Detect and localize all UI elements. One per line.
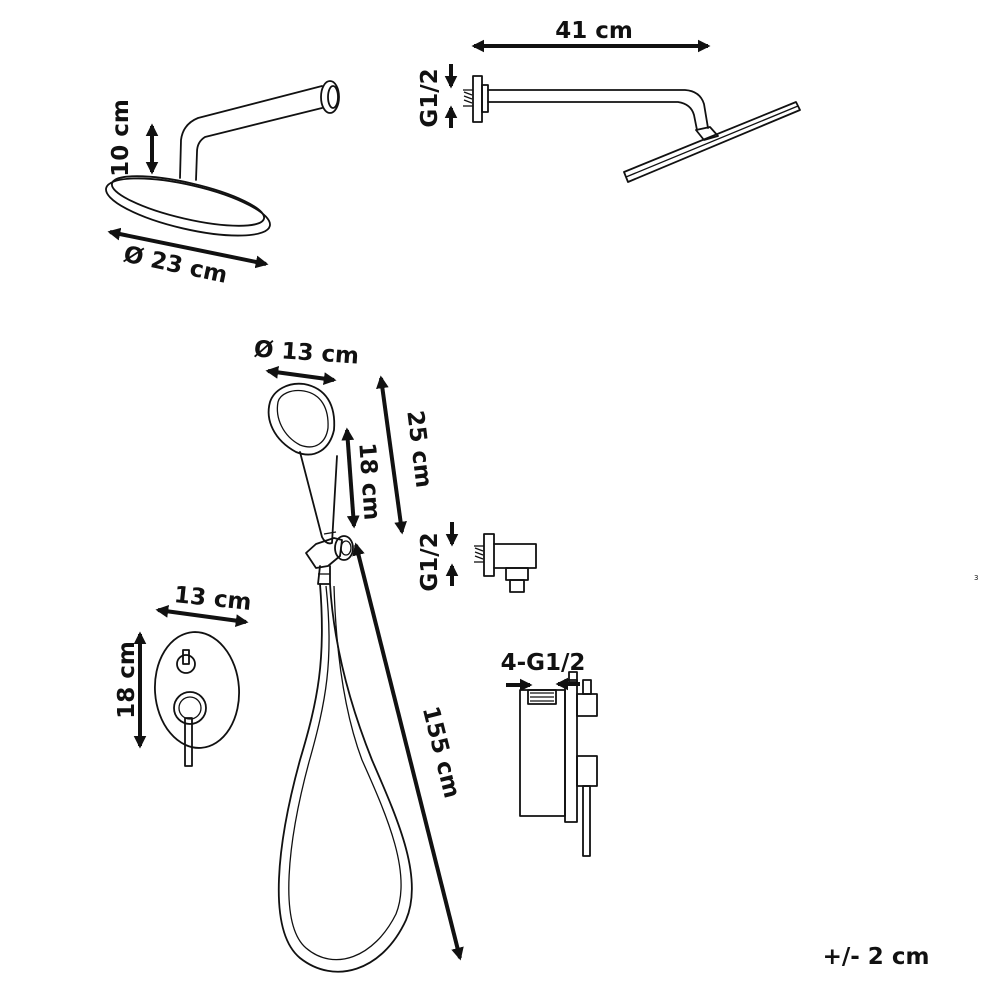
hand-length-18-label: 18 cm (353, 442, 384, 521)
overhead-shower-perspective (105, 80, 340, 237)
hand-length-25-arrow (376, 375, 407, 535)
valve-threads-label: 4-G1/2 (501, 650, 586, 676)
wall-outlet-elbow (474, 533, 537, 593)
arm-length-label: 41 cm (555, 18, 633, 44)
plate-height-label: 18 cm (114, 641, 140, 719)
hand-shower (267, 382, 338, 545)
plate-width-label: 13 cm (173, 582, 253, 616)
thread-top-label: G1/2 (417, 68, 443, 127)
tolerance-label: +/- 2 cm (823, 944, 930, 970)
hand-diameter-label: Ø 13 cm (253, 336, 360, 369)
hand-diameter-arrow (265, 366, 337, 385)
hand-length-25-label: 25 cm (401, 409, 436, 489)
stray-mark: 3 (974, 574, 978, 582)
shower-hose (277, 583, 413, 973)
thread-outlet-label: G1/2 (417, 532, 443, 591)
head-diameter-arrow (107, 227, 269, 269)
head-height-label: 10 cm (108, 99, 134, 177)
overhead-shower-side-view (463, 75, 801, 183)
mixer-cover-plate (154, 631, 240, 767)
mixer-valve-body (519, 671, 598, 857)
hand-length-18-arrow (341, 427, 360, 529)
hose-length-label: 155 cm (417, 704, 465, 801)
plate-width-arrow (155, 605, 249, 627)
hose-length-arrow (352, 542, 464, 961)
head-diameter-label: Ø 23 cm (121, 242, 229, 289)
